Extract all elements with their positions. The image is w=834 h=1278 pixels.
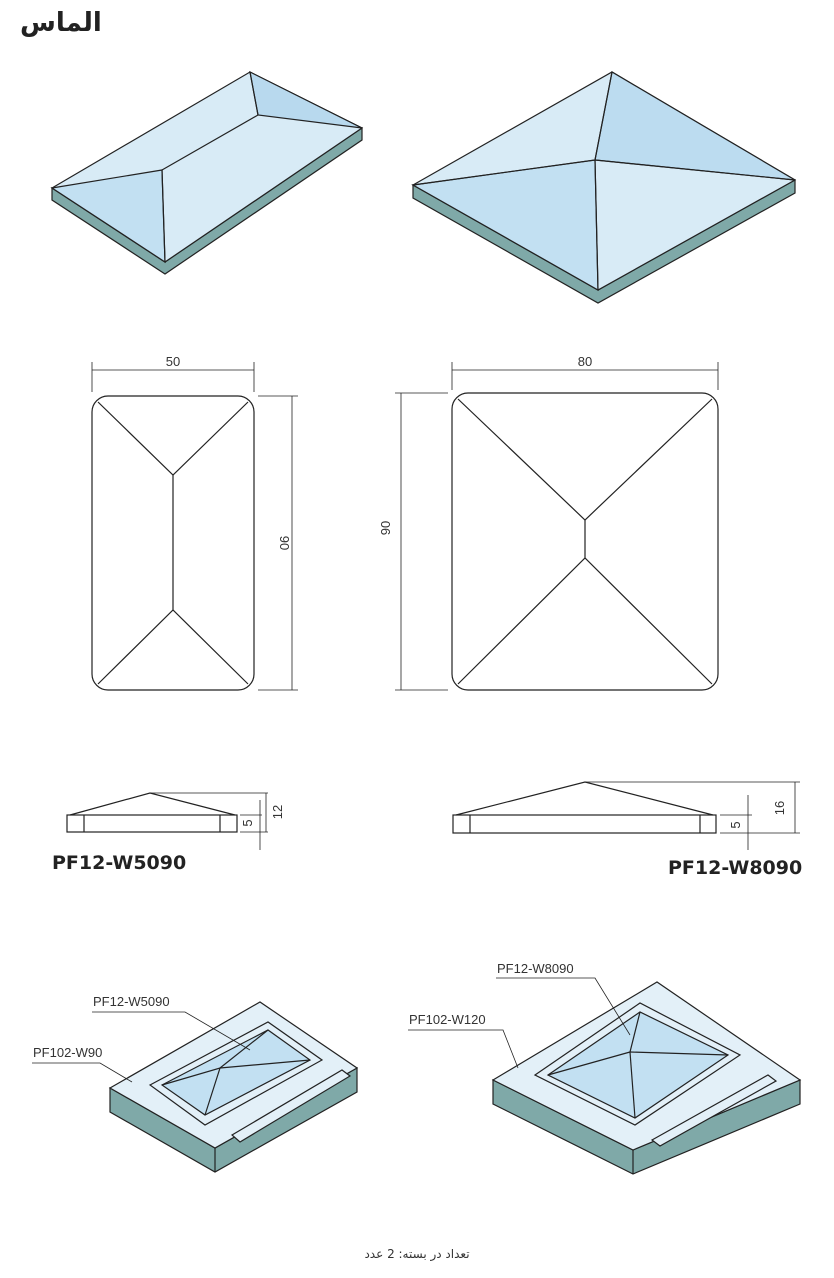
cap-label-2: PF12-W8090	[497, 961, 574, 976]
assembly-view-2	[408, 977, 802, 1175]
dim-width: 80	[578, 354, 592, 369]
base-label-2: PF102-W120	[409, 1012, 486, 1027]
page-title: الماس	[20, 8, 102, 38]
dim-base-height: 5	[728, 821, 743, 828]
top-view-pf12-w5090: 50 90	[91, 354, 298, 691]
side-view-pf12-w8090: 5 16	[452, 781, 800, 850]
top-view-pf12-w8090: 80 90	[378, 354, 719, 691]
iso-view-pf12-w5090	[50, 70, 364, 275]
package-quantity: تعداد در بسته: 2 عدد	[364, 1247, 470, 1261]
dim-height: 16	[772, 801, 787, 815]
iso-view-pf12-w8090	[411, 71, 797, 304]
dim-width: 50	[166, 354, 180, 369]
product-code-2: PF12-W8090	[668, 857, 803, 879]
assembly-view-1	[32, 1001, 359, 1173]
product-code-1: PF12-W5090	[52, 852, 187, 874]
dim-base-height: 5	[240, 819, 255, 826]
cap-label-1: PF12-W5090	[93, 994, 170, 1009]
dim-height: 12	[270, 805, 285, 819]
dim-length: 90	[277, 536, 292, 550]
dim-length: 90	[378, 521, 393, 535]
side-view-pf12-w5090: 5 12	[66, 792, 285, 850]
base-label-1: PF102-W90	[33, 1045, 103, 1060]
